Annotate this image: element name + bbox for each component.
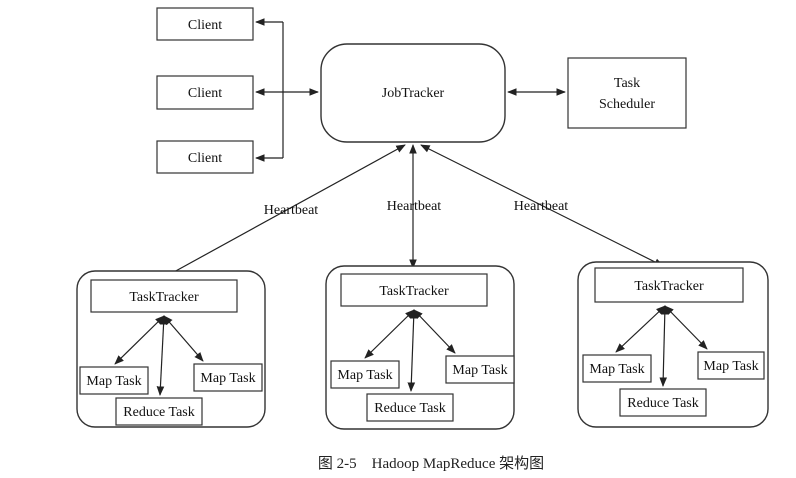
client-node-2: Client	[156, 75, 254, 110]
scheduler-label-line1: Task	[614, 76, 640, 91]
jobtracker-node: JobTracker	[320, 43, 506, 143]
reduce-task-3: Reduce Task	[627, 396, 698, 411]
task-scheduler-node: Task Scheduler	[567, 57, 687, 129]
heartbeat-label-2: Heartbeat	[387, 199, 442, 214]
heartbeat-label-1: Heartbeat	[264, 203, 319, 218]
reduce-task-2: Reduce Task	[374, 401, 445, 416]
scheduler-label-line2: Scheduler	[599, 97, 655, 112]
client-node-1: Client	[156, 7, 254, 41]
tasktracker-label-1: TaskTracker	[129, 290, 199, 305]
tasktracker-group-2: TaskTracker Map Task Map Task Reduce Tas…	[325, 265, 515, 430]
map-task-left-1: Map Task	[86, 374, 141, 389]
client-connector	[255, 18, 319, 162]
heartbeat-link-3	[420, 144, 664, 267]
heartbeat-link-1	[162, 144, 406, 279]
heartbeat-label-3: Heartbeat	[514, 199, 569, 214]
client-label-1: Client	[188, 18, 222, 33]
tasktracker-group-1: TaskTracker Map Task Map Task Reduce Tas…	[76, 270, 266, 428]
client-label-3: Client	[188, 151, 222, 166]
map-task-right-1: Map Task	[200, 371, 255, 386]
map-task-left-3: Map Task	[589, 362, 644, 377]
map-task-right-2: Map Task	[452, 363, 507, 378]
jobtracker-label: JobTracker	[382, 86, 445, 101]
tasktracker-group-3: TaskTracker Map Task Map Task Reduce Tas…	[577, 261, 769, 428]
client-node-3: Client	[156, 140, 254, 174]
map-task-right-3: Map Task	[703, 359, 758, 374]
tasktracker-label-2: TaskTracker	[379, 284, 449, 299]
client-label-2: Client	[188, 86, 222, 101]
reduce-task-1: Reduce Task	[123, 405, 194, 420]
tasktracker-label-3: TaskTracker	[634, 279, 704, 294]
map-task-left-2: Map Task	[337, 368, 392, 383]
figure-caption: 图 2-5 Hadoop MapReduce 架构图	[318, 455, 544, 472]
